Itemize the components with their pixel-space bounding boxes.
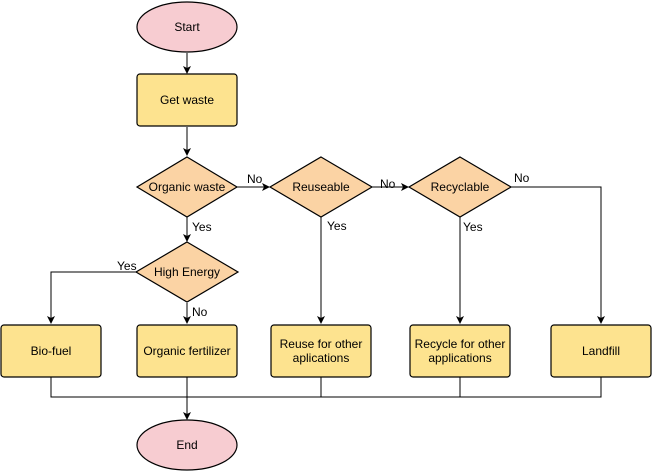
node-start-label: Start [174,20,200,34]
node-start: Start [136,1,238,53]
edge-label-recycle-no: No [514,171,530,185]
node-bio-fuel-label: Bio-fuel [31,344,72,358]
edge-recycle-merge [187,377,461,398]
node-organic-waste: Organic waste [135,156,239,218]
node-landfill: Landfill [550,324,652,378]
node-recycle: Recycle for other applications [409,324,511,378]
edge-highenergy-biofuel [47,271,136,324]
edge-label-reuse-no: No [380,177,396,191]
edge-label-organic-no: No [247,172,263,186]
edge-reuse-merge [187,377,322,398]
node-organic-fertilizer: Organic fertilizer [136,324,238,378]
node-landfill-label: Landfill [582,344,620,358]
edge-biofuel-merge [50,377,187,398]
edge-recyclable-landfill [511,186,605,324]
node-high-energy-label: High Energy [154,265,220,279]
node-recycle-label-line1: Recycle for other [415,337,506,351]
edges [47,53,605,420]
edge-labels: No Yes No Yes No Yes Yes No [117,171,530,319]
node-recyclable-label: Recyclable [431,180,490,194]
node-get-waste: Get waste [136,73,238,127]
edge-landfill-merge [187,377,602,398]
edge-label-recycle-yes: Yes [463,220,483,234]
node-reuseable-label: Reuseable [292,180,350,194]
node-get-waste-label: Get waste [160,93,214,107]
edge-label-organic-yes: Yes [192,220,212,234]
node-bio-fuel: Bio-fuel [0,324,102,378]
node-organic-fertilizer-label: Organic fertilizer [143,344,230,358]
node-end: End [136,419,238,471]
node-reuse: Reuse for other aplications [270,324,372,378]
node-high-energy: High Energy [134,241,240,303]
edge-label-energy-yes: Yes [117,259,137,273]
node-reuse-label-line1: Reuse for other [280,337,363,351]
node-reuse-label-line2: aplications [293,351,350,365]
node-organic-waste-label: Organic waste [149,180,226,194]
edge-label-reuse-yes: Yes [327,219,347,233]
node-reuseable: Reuseable [268,156,374,218]
node-recyclable: Recyclable [407,156,513,218]
edge-label-energy-no: No [192,305,208,319]
node-recycle-label-line2: applications [428,351,491,365]
node-end-label: End [176,438,197,452]
